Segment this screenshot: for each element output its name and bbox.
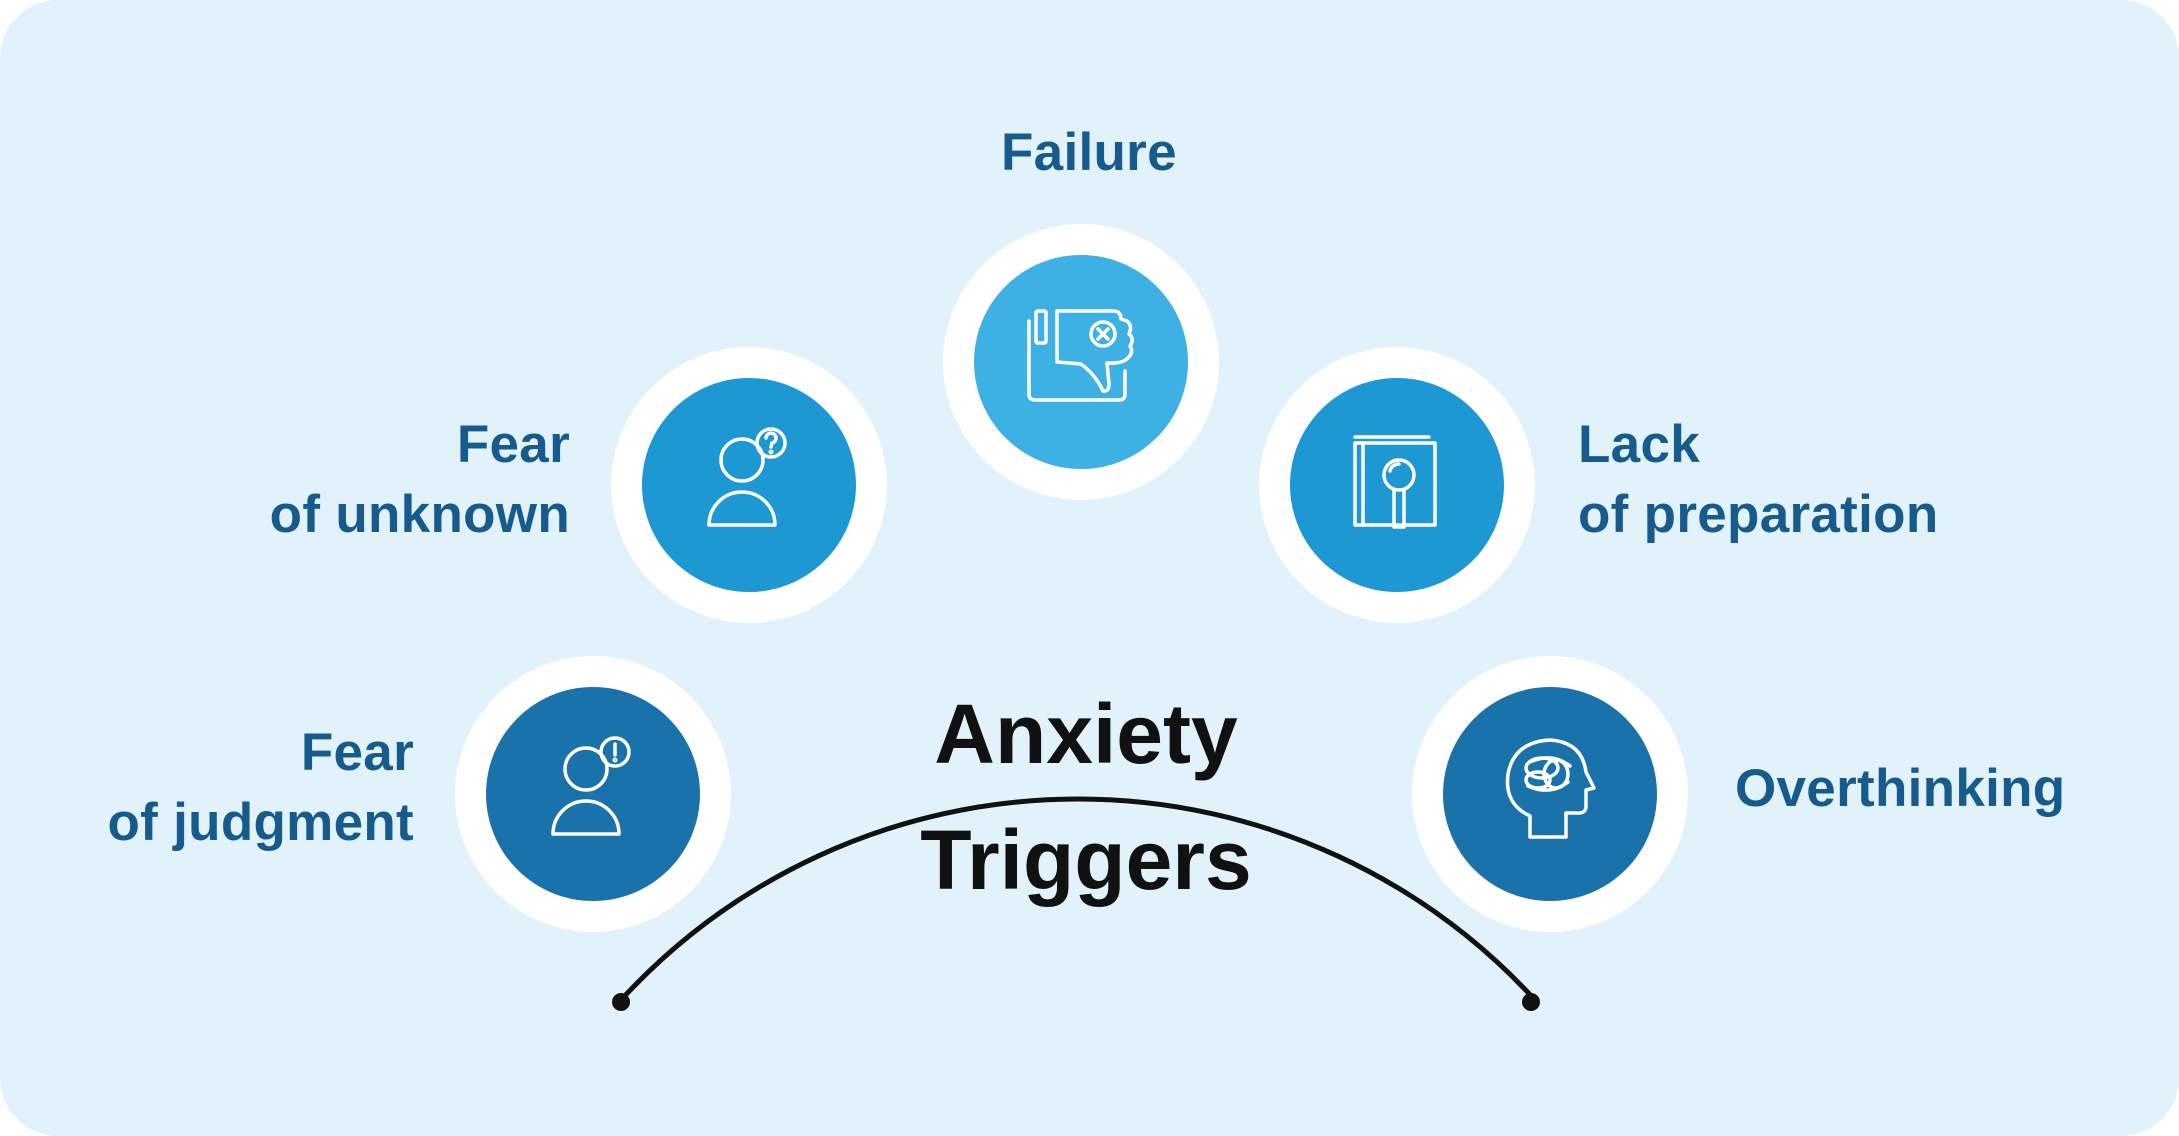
person-exclamation-icon bbox=[551, 736, 631, 836]
title-line1: Anxiety bbox=[934, 687, 1238, 781]
node-fear-of-unknown bbox=[611, 347, 887, 623]
node-disc bbox=[1290, 378, 1504, 592]
label-overthinking: Overthinking bbox=[1735, 754, 2065, 824]
label-failure: Failure bbox=[1001, 118, 1177, 188]
label-line1: Failure bbox=[1001, 123, 1177, 182]
node-disc bbox=[486, 687, 700, 901]
node-lack-of-preparation bbox=[1259, 347, 1535, 623]
arc-right-end-dot bbox=[1522, 993, 1540, 1011]
label-line1: Overthinking bbox=[1735, 759, 2066, 818]
label-fear-of-unknown: Fear of unknown bbox=[270, 410, 570, 550]
label-line2: of unknown bbox=[269, 485, 570, 544]
label-fear-of-judgment: Fear of judgment bbox=[107, 718, 414, 858]
tangled-head-icon bbox=[1505, 738, 1596, 839]
label-line2: of preparation bbox=[1578, 485, 1939, 544]
label-lack-of-preparation: Lack of preparation bbox=[1578, 410, 1939, 550]
arc-left-end-dot bbox=[612, 993, 630, 1011]
book-magnifier-icon bbox=[1353, 435, 1437, 529]
label-line1: Fear bbox=[456, 415, 570, 474]
label-line1: Lack bbox=[1578, 415, 1701, 474]
label-line1: Fear bbox=[300, 723, 414, 782]
node-disc bbox=[642, 378, 856, 592]
title-line2: Triggers bbox=[920, 813, 1252, 907]
arc-path bbox=[619, 796, 1537, 1002]
label-line2: of judgment bbox=[107, 793, 414, 852]
diagram-title: Anxiety Triggers bbox=[836, 671, 1336, 923]
node-overthinking bbox=[1412, 656, 1688, 932]
person-question-icon bbox=[707, 427, 787, 527]
node-disc bbox=[1443, 687, 1657, 901]
node-failure bbox=[943, 224, 1219, 500]
node-disc bbox=[974, 255, 1188, 469]
thumbs-down-icon bbox=[1027, 309, 1134, 402]
node-fear-of-judgment bbox=[455, 656, 731, 932]
